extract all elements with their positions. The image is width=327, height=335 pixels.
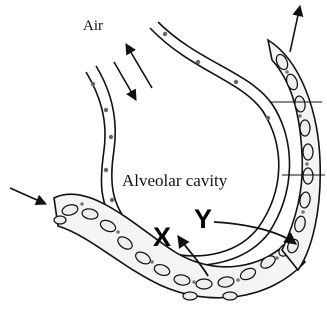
label-y: Y [194, 204, 212, 234]
blood-outflow-arrow [290, 6, 300, 52]
capillary-right [268, 40, 325, 270]
air-arrows [114, 44, 152, 100]
alveolar-cavity-label: Alveolar cavity [122, 171, 228, 190]
blood-inflow-arrow [10, 188, 46, 204]
capillary-bottom [54, 194, 305, 300]
air-label: Air [83, 18, 103, 34]
label-x: X [153, 222, 171, 252]
